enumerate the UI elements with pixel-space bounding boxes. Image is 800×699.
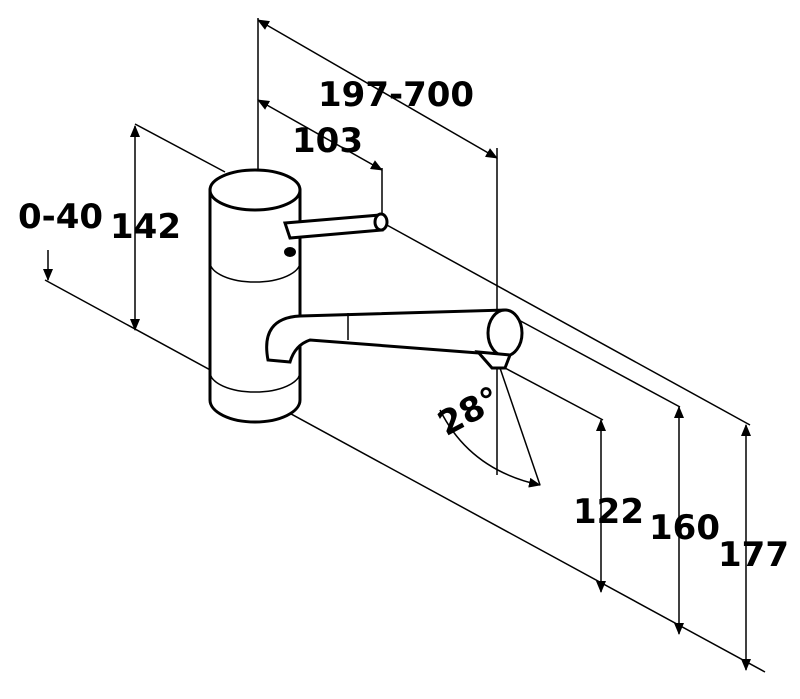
extension-line	[134, 123, 226, 173]
faucet-body	[208, 168, 302, 424]
extension-line	[504, 367, 604, 421]
faucet-spout	[265, 308, 524, 370]
spout-height-label: 160	[649, 508, 720, 548]
outlet-height-label: 122	[573, 492, 644, 532]
angle-arc	[439, 409, 541, 488]
reach-label: 197-700	[318, 75, 474, 115]
lever-offset-label: 103	[292, 121, 363, 161]
angle-line	[499, 367, 541, 486]
faucet-lever	[282, 212, 389, 240]
deck-line	[44, 279, 766, 673]
extension-line	[514, 317, 681, 408]
deck-thickness-label: 0-40	[18, 197, 103, 237]
reach-dimension-line	[257, 19, 498, 159]
swivel-angle-label: 28°	[432, 379, 508, 445]
total-height-label: 177	[718, 535, 789, 575]
extension-line	[384, 223, 751, 426]
body-height-label: 142	[110, 207, 181, 247]
lever-dimension-line	[257, 99, 383, 171]
